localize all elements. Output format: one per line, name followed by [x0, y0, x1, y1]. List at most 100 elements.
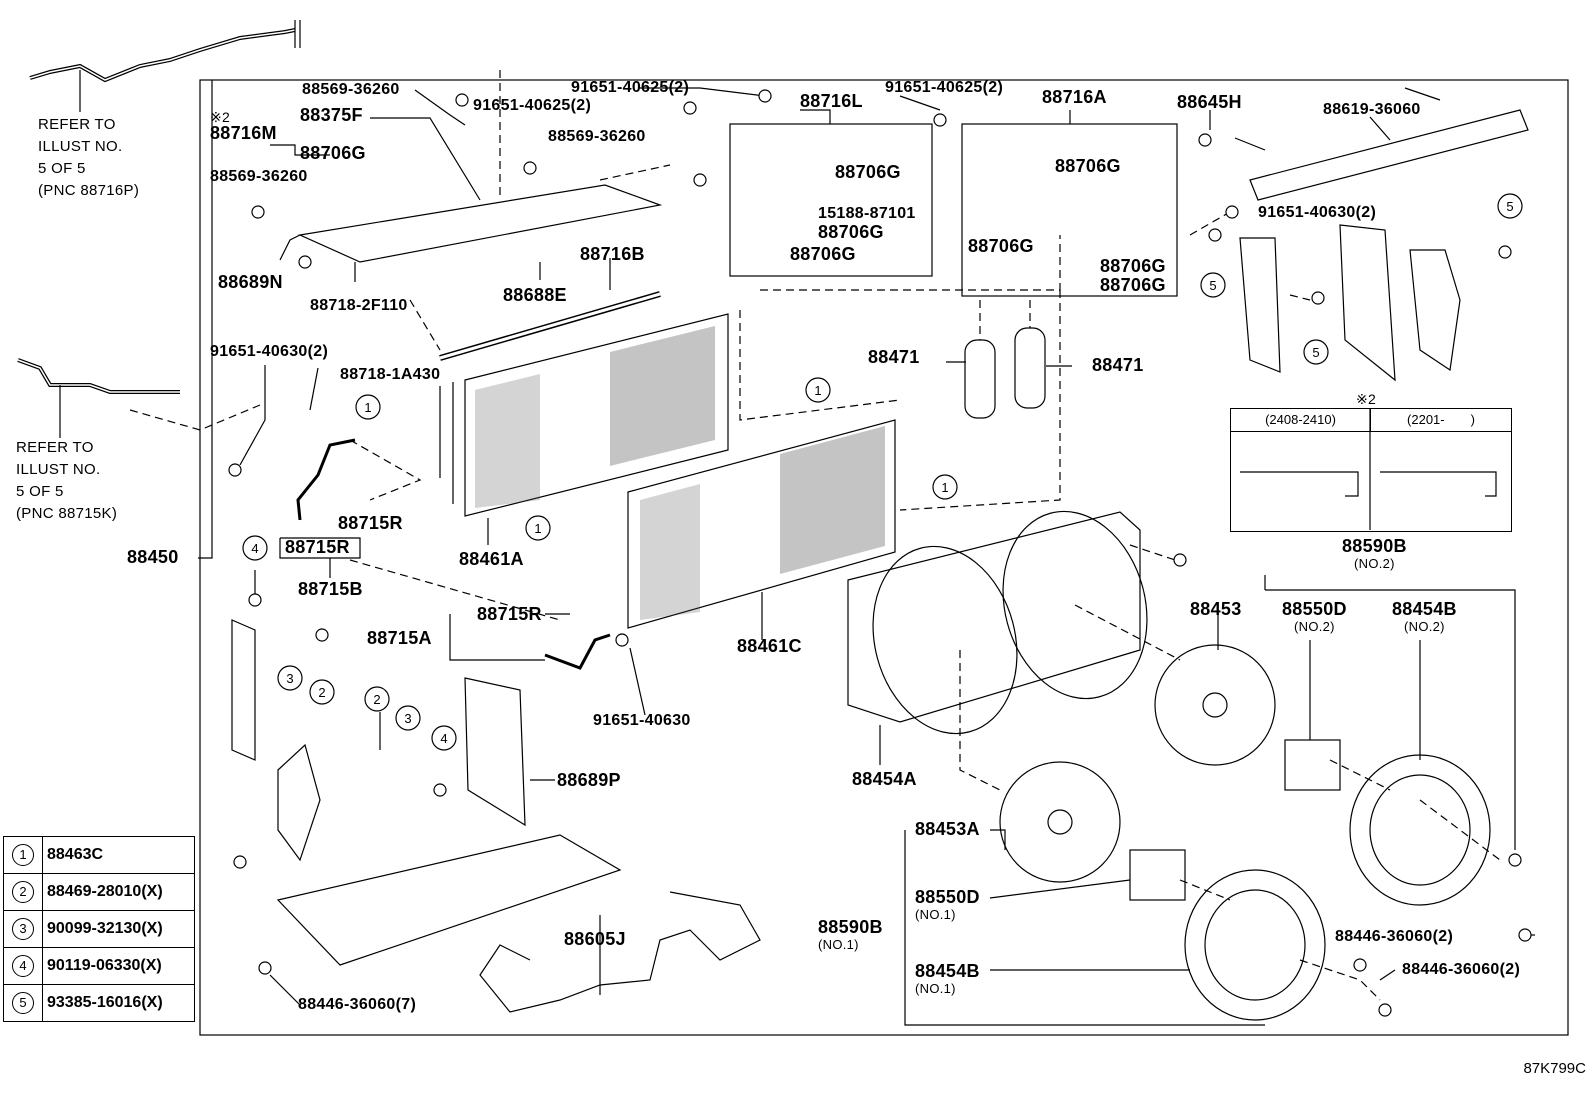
label-91651-40630-c: 91651-40630 [593, 712, 691, 729]
label-88550d-no2: 88550D(NO.2) [1282, 599, 1347, 634]
label-88569-36260-c: 88569-36260 [210, 168, 308, 185]
bracket-right-2 [1339, 224, 1396, 382]
radiator-88461c [627, 419, 896, 629]
label-88715r-c: 88715R [477, 604, 542, 624]
label-88715b: 88715B [298, 579, 363, 599]
pipe-ref-top [29, 28, 296, 83]
label-88706g-c: 88706G [818, 222, 884, 242]
bracket-right-1 [1239, 237, 1281, 373]
illustration-code: 87K799C [1523, 1060, 1586, 1077]
label-91651-40625-c: 91651-40625(2) [885, 79, 1004, 96]
bracket-88688e [297, 184, 663, 263]
under-cover [276, 834, 622, 966]
label-88715r-a: 88715R [338, 513, 403, 533]
label-note-2-right: ※2 [1356, 391, 1377, 407]
label-88619-36060: 88619-36060 [1323, 101, 1421, 118]
bracket-right-3 [1409, 249, 1461, 372]
pipe-ref-mid [17, 358, 180, 394]
label-91651-40625-b: 91651-40625(2) [571, 79, 690, 96]
legend-num: 1 [12, 844, 34, 866]
callout-4a: 4 [251, 541, 258, 556]
callout-1b: 1 [814, 383, 821, 398]
receiver-left [964, 339, 996, 419]
resistor-88550d-no1 [1129, 849, 1186, 901]
callout-5a: 5 [1506, 199, 1513, 214]
label-88446-36060-b: 88446-36060(2) [1402, 961, 1521, 978]
label-88471-a: 88471 [868, 347, 920, 367]
variant-col2: (2201- ) [1371, 409, 1511, 432]
legend-row: 4 90119-06330(X) [3, 947, 195, 985]
label-88569-36260-b: 88569-36260 [548, 128, 646, 145]
callout-3a: 3 [286, 671, 293, 686]
legend-num: 5 [12, 992, 34, 1014]
pipe-88715 [296, 438, 356, 521]
label-88605j: 88605J [564, 929, 626, 949]
label-88453: 88453 [1190, 599, 1242, 619]
callout-2b: 2 [373, 692, 380, 707]
callout-5c: 5 [1312, 345, 1319, 360]
harness-88605j [479, 891, 761, 1013]
refer-note-top: REFER TO ILLUST NO. 5 OF 5 (PNC 88716P) [38, 116, 140, 199]
legend-part: 88463C [42, 836, 195, 874]
deflector-left-2 [277, 743, 321, 862]
label-88550d-no1: 88550D(NO.1) [915, 887, 980, 922]
legend-num: 3 [12, 918, 34, 940]
label-91651-40625-a: 91651-40625(2) [473, 97, 592, 114]
label-88715r-b: 88715R [285, 537, 350, 557]
deflector-88689p [464, 677, 526, 827]
fan-shroud-88454a [847, 510, 1148, 735]
label-88689p: 88689P [557, 770, 621, 790]
label-88715a: 88715A [367, 628, 432, 648]
label-88375f: 88375F [300, 105, 363, 125]
callout-1d: 1 [534, 521, 541, 536]
label-88706g-e: 88706G [1055, 156, 1121, 176]
resistor-88550d-no2 [1284, 739, 1341, 791]
legend-num: 4 [12, 955, 34, 977]
label-88688e: 88688E [503, 285, 567, 305]
fan-88453a [999, 761, 1121, 883]
legend-row: 1 88463C [3, 836, 195, 874]
label-15188-87101: 15188-87101 [818, 205, 916, 222]
label-88718-1a430: 88718-1A430 [340, 366, 441, 383]
label-88590b-no2: 88590B(NO.2) [1342, 536, 1407, 571]
label-88689n: 88689N [218, 272, 283, 292]
callout-3b: 3 [404, 711, 411, 726]
label-88718-2f110: 88718-2F110 [310, 297, 408, 314]
label-88450: 88450 [127, 547, 179, 567]
cover-88619 [1249, 109, 1529, 201]
legend-row: 5 93385-16016(X) [3, 984, 195, 1022]
legend-part: 88469-28010(X) [42, 873, 195, 911]
label-88454b-no2: 88454B(NO.2) [1392, 599, 1457, 634]
callout-2a: 2 [318, 685, 325, 700]
label-88461a: 88461A [459, 549, 524, 569]
motor-88454b-no2 [1349, 754, 1491, 906]
label-88716m: 88716M [210, 123, 277, 143]
pipe-88715a [544, 633, 611, 670]
bolts [228, 89, 1532, 1017]
label-88716l: 88716L [800, 91, 863, 111]
label-88716b: 88716B [580, 244, 645, 264]
label-88716a: 88716A [1042, 87, 1107, 107]
callout-1c: 1 [941, 480, 948, 495]
callout-1a: 1 [364, 400, 371, 415]
legend-part: 93385-16016(X) [42, 984, 195, 1022]
label-88461c: 88461C [737, 636, 802, 656]
radiator-88461a [439, 313, 729, 517]
label-88446-36060-a: 88446-36060(2) [1335, 928, 1454, 945]
variant-box: (2408-2410) (2201- ) [1230, 408, 1512, 532]
deflector-left-1 [231, 619, 256, 761]
callout-4b: 4 [440, 731, 447, 746]
callout-5b: 5 [1209, 278, 1216, 293]
fan-88453 [1154, 644, 1276, 766]
motor-88454b-no1 [1184, 869, 1326, 1021]
box-88716l [729, 123, 933, 277]
label-91651-40630-b: 91651-40630(2) [210, 343, 329, 360]
callout-numbers: 1 1 1 1 4 3 2 2 3 4 5 5 5 [251, 199, 1513, 746]
legend-part: 90119-06330(X) [42, 947, 195, 985]
label-88446-36060-c: 88446-36060(7) [298, 996, 417, 1013]
variant-col1: (2408-2410) [1231, 409, 1371, 432]
label-88590b-no1: 88590B(NO.1) [818, 917, 883, 952]
